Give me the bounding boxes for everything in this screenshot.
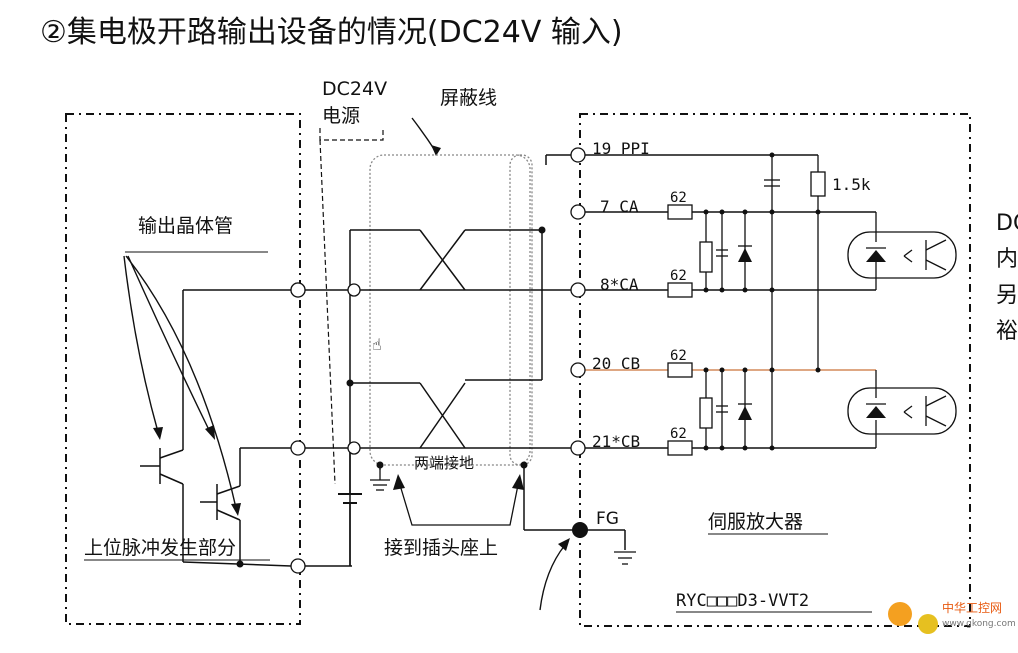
- arrowhead: [205, 425, 215, 440]
- resistor-value: 62: [670, 348, 687, 364]
- arrowhead: [231, 503, 241, 516]
- signal-wires: [305, 154, 876, 567]
- capacitor-icon: [764, 179, 780, 187]
- shield-outline: [369, 154, 531, 466]
- watermark-logo: 中华工控网 www.gkong.com: [888, 600, 1016, 634]
- power-label: 电源: [322, 105, 360, 127]
- resistor-value: 62: [670, 268, 687, 284]
- pin-8-label: 8*CA: [600, 275, 639, 294]
- power-leader: [319, 139, 336, 485]
- pulse-unit-box: [65, 113, 301, 625]
- shield-arrowhead: [431, 145, 441, 156]
- shield-label: 屏蔽线: [440, 87, 497, 109]
- arrowhead: [153, 427, 163, 440]
- transistor-label: 输出晶体管: [138, 215, 233, 237]
- led-icon: [866, 250, 886, 262]
- fg-ground-icon: [614, 551, 636, 565]
- power-bracket: [319, 128, 384, 141]
- fg-arrow: [539, 544, 566, 611]
- shield-ground-icon: [370, 470, 390, 491]
- both-ends-ground-label: 两端接地: [414, 454, 474, 472]
- pin-19-label: 19 PPI: [592, 139, 650, 158]
- hand-cursor-icon: ☝: [372, 335, 382, 354]
- transistor-arrow-2: [127, 255, 211, 433]
- right-terminals: [290, 147, 586, 456]
- series-resistors: [667, 204, 693, 456]
- diode-icon: [738, 406, 752, 420]
- diagram-title: ②集电极开路输出设备的情况(DC24V 输入): [40, 15, 623, 50]
- pin-7-label: 7 CA: [600, 197, 639, 216]
- resistor-value: 62: [670, 426, 687, 442]
- fg-label: FG: [596, 509, 619, 529]
- pulse-unit-label: 上位脉冲发生部分: [84, 537, 236, 559]
- arrowhead: [512, 474, 524, 490]
- resistor-value: 62: [670, 190, 687, 206]
- optocoupler-b: [847, 370, 957, 448]
- right-edge-text: 内: [996, 247, 1018, 272]
- watermark-main: 中华工控网: [942, 600, 1002, 615]
- dc24v-label: DC24V: [322, 78, 387, 100]
- channel-a-components: [699, 155, 819, 448]
- amplifier-label: 伺服放大器: [708, 511, 803, 533]
- junction-dot: [236, 560, 244, 568]
- transistor-arrow-3: [125, 255, 237, 509]
- transistor-arrow-1: [123, 255, 159, 433]
- led-icon: [866, 406, 886, 418]
- optocoupler-a: [847, 212, 957, 290]
- connector-label: 接到插头座上: [384, 537, 498, 559]
- left-wiring: [140, 289, 292, 567]
- diode-icon: [738, 248, 752, 262]
- arrowhead: [393, 474, 405, 490]
- shield-end: [509, 154, 533, 466]
- right-edge-text: DC: [996, 211, 1018, 236]
- resistor-1-5k-label: 1.5k: [832, 175, 871, 194]
- connector-bracket: [399, 484, 519, 526]
- pin-20-label: 20 CB: [592, 354, 640, 373]
- left-terminals: [290, 282, 306, 574]
- right-edge-text: 裕: [996, 319, 1018, 344]
- junction-dots: [346, 152, 821, 469]
- pin-21-label: 21*CB: [592, 432, 640, 451]
- model-label: RYC□□□D3-VVT2: [676, 591, 809, 611]
- right-edge-text: 另: [996, 283, 1018, 308]
- channel-b-components: [699, 370, 752, 448]
- watermark-sub: www.gkong.com: [942, 619, 1016, 629]
- arrowhead: [558, 538, 570, 551]
- fg-terminal: [572, 522, 588, 538]
- resistor-1-5k: [810, 171, 826, 197]
